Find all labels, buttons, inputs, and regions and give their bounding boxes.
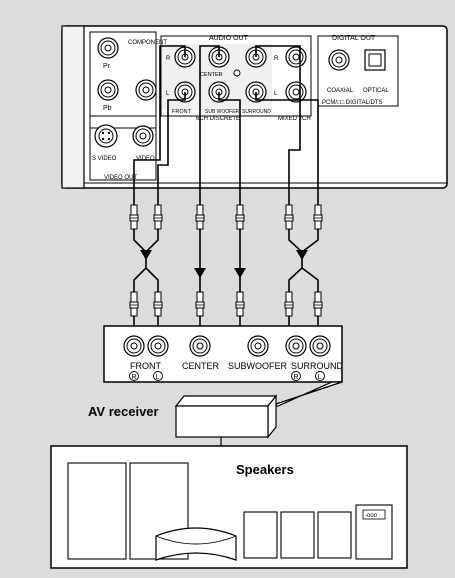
video-jack <box>132 125 154 147</box>
receiver-center-jack <box>189 335 211 357</box>
component-jack-pr <box>97 37 119 59</box>
component-jack-pb <box>97 79 119 101</box>
video-out-label: VIDEO OUT <box>104 175 137 181</box>
optical-jack <box>364 49 386 71</box>
svideo-label: S VIDEO <box>92 156 117 162</box>
front-left-speaker <box>67 462 127 560</box>
receiver-l-marker-front: L <box>156 374 160 381</box>
pb-label: Pb <box>103 105 112 112</box>
receiver-center-label: CENTER <box>182 361 220 371</box>
audio-out-box <box>160 35 312 117</box>
speakers-label: Speakers <box>236 462 294 477</box>
receiver-panel: FRONT CENTER SUBWOOFER SURROUND R L R L <box>103 325 344 383</box>
coaxial-jack <box>328 49 350 71</box>
speakers-panel: Speakers -ooo <box>50 445 408 569</box>
arrow-down-front <box>140 250 152 260</box>
video-label: VIDEO <box>136 156 155 162</box>
pcm-label: PCM/□□ DIGITAL/DTS <box>322 100 382 106</box>
component-label: COMPONENT <box>128 40 167 46</box>
mixed-right-jack <box>285 46 307 68</box>
receiver-r-marker-surround: R <box>294 374 299 381</box>
dvd-player-rear-panel: COMPONENT Pr Pb S VIDEO VIDEO VIDEO OUT … <box>61 25 448 189</box>
r-marker-1: R <box>166 56 171 62</box>
digital-out-box <box>317 35 399 107</box>
surround-speaker-2 <box>280 511 315 559</box>
arrow-down-subwoofer <box>234 268 246 278</box>
pr-label: Pr <box>103 63 111 70</box>
receiver-subwoofer-label: SUBWOOFER <box>228 361 288 371</box>
av-receiver-label: AV receiver <box>88 404 159 419</box>
center-label: CENTER <box>200 72 223 78</box>
subwoofer-label: SUB WOOFER <box>205 109 240 115</box>
svideo-jack <box>94 124 118 148</box>
audio-out-label: AUDIO OUT <box>209 35 249 42</box>
receiver-front-l-jack <box>147 335 169 357</box>
speaker-box-label: -ooo <box>365 513 378 519</box>
component-jack-y <box>135 79 157 101</box>
receiver-surround-r-jack <box>285 335 307 357</box>
mixed-left-jack <box>285 81 307 103</box>
subwoofer-speaker <box>355 504 393 560</box>
l-marker-1: L <box>166 91 170 97</box>
direction-arrows <box>140 250 308 278</box>
component-box <box>89 31 157 129</box>
arrow-down-surround <box>296 250 308 260</box>
r-marker-2: R <box>274 56 279 62</box>
receiver-front-label: FRONT <box>130 361 161 371</box>
arrow-down-center <box>194 268 206 278</box>
receiver-l-marker-surround: L <box>318 374 322 381</box>
surround-label: SURROUND <box>242 109 271 115</box>
receiver-r-marker-front: R <box>132 374 137 381</box>
receiver-surround-label: SURROUND <box>291 361 344 371</box>
mixed-label: MIXED 2CH <box>278 116 311 122</box>
receiver-surround-l-jack <box>309 335 331 357</box>
discrete-label: 6CH DISCRETE <box>196 116 240 122</box>
front-label: FRONT <box>172 109 192 115</box>
receiver-front-r-jack <box>123 335 145 357</box>
surround-speaker-1 <box>243 511 278 559</box>
surround-speaker-3 <box>317 511 352 559</box>
video-out-box <box>89 115 157 181</box>
av-receiver-unit: AV receiver <box>88 394 278 446</box>
digital-out-label: DIGITAL OUT <box>332 35 376 42</box>
optical-label: OPTICAL <box>363 88 389 94</box>
receiver-subwoofer-jack <box>247 335 269 357</box>
l-marker-2: L <box>274 91 278 97</box>
coaxial-label: COAXIAL <box>327 88 354 94</box>
